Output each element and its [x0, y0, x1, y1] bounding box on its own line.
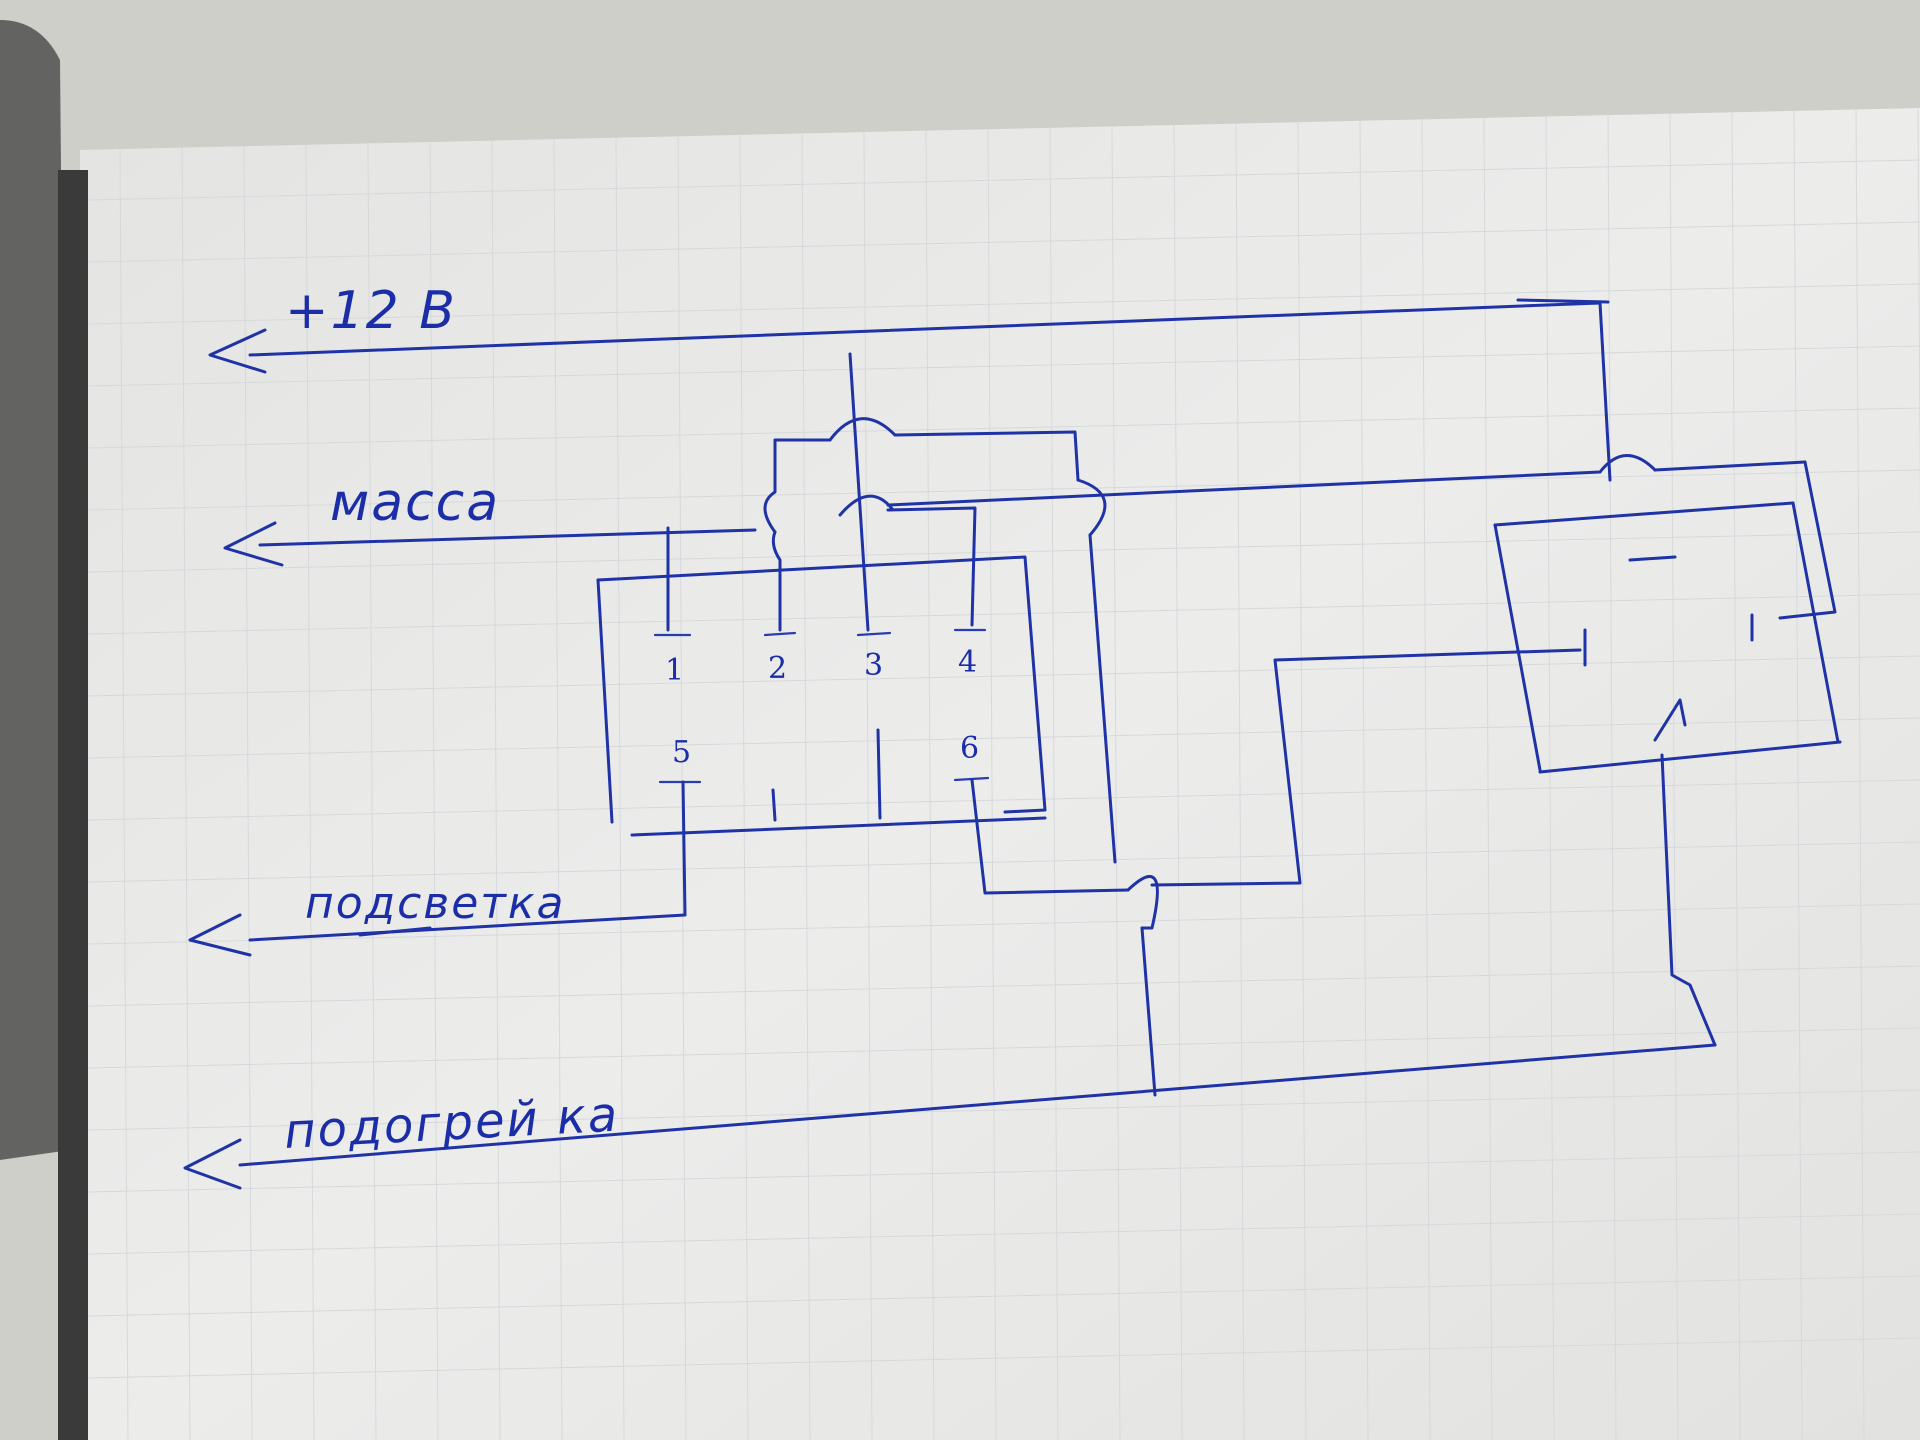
grid-line-v — [181, 147, 191, 1440]
grid-line-v — [1855, 109, 1865, 1440]
grid-line-v — [1297, 121, 1307, 1440]
backlight-line — [188, 780, 687, 957]
grid-line-v — [1235, 123, 1245, 1440]
connector-wiring — [666, 352, 1117, 864]
grid-line-h — [87, 593, 1920, 635]
pin-2-label: 2 — [768, 651, 787, 686]
grid-line-v — [1359, 120, 1369, 1440]
pin-5-label: 5 — [672, 735, 691, 770]
pin6-to-relay — [970, 628, 1587, 930]
pin-4-label: 4 — [958, 645, 977, 680]
grid-line-h — [87, 1275, 1920, 1317]
heater-line — [183, 926, 1717, 1190]
grid-line-v — [739, 134, 749, 1440]
grid-line-v — [801, 133, 811, 1440]
ground-line — [223, 454, 1837, 620]
grid-line-v — [1173, 124, 1183, 1440]
pin-1-label: 1 — [665, 653, 684, 688]
power-label: +12 В — [285, 281, 457, 341]
shadow-blob — [0, 20, 70, 1160]
grid-line-h — [87, 903, 1920, 945]
relay-block — [1493, 501, 1842, 1047]
grid-line-h — [87, 1213, 1920, 1255]
pin-numbers: 1 2 3 4 5 6 — [665, 645, 979, 770]
grid-line-v — [925, 130, 935, 1440]
grid-line-v — [1731, 112, 1741, 1440]
paper-grid — [87, 107, 1920, 1440]
grid-line-h — [87, 1151, 1920, 1193]
grid-line-v — [553, 139, 563, 1440]
grid-line-h — [87, 841, 1920, 883]
grid-line-h — [87, 407, 1920, 449]
grid-line-h — [87, 159, 1920, 201]
grid-line-v — [119, 149, 129, 1440]
grid-line-v — [1049, 127, 1059, 1440]
grid-line-h — [87, 779, 1920, 821]
grid-line-h — [87, 1027, 1920, 1069]
grid-line-v — [615, 137, 625, 1440]
grid-line-h — [87, 531, 1920, 573]
grid-line-v — [491, 140, 501, 1440]
grid-line-h — [87, 345, 1920, 387]
grid-line-v — [429, 141, 439, 1440]
backlight-label: подсветка — [305, 878, 565, 929]
grid-line-h — [87, 655, 1920, 697]
grid-line-v — [1111, 126, 1121, 1440]
paper-sheet — [58, 107, 1920, 1440]
pin-6-label: 6 — [960, 731, 979, 766]
grid-line-v — [305, 144, 315, 1440]
pin-3-label: 3 — [864, 648, 883, 683]
grid-line-v — [367, 143, 377, 1440]
grid-line-h — [87, 965, 1920, 1007]
grid-line-v — [863, 131, 873, 1440]
grid-line-h — [87, 283, 1920, 325]
grid-line-v — [1483, 117, 1493, 1440]
grid-line-h — [87, 1337, 1920, 1379]
grid-line-v — [1421, 119, 1431, 1440]
grid-line-h — [87, 1089, 1920, 1131]
grid-line-v — [987, 129, 997, 1440]
grid-line-v — [1545, 116, 1555, 1440]
grid-line-v — [243, 146, 253, 1440]
grid-line-v — [1607, 114, 1617, 1440]
power-line — [208, 298, 1612, 482]
paper-edge-shadow — [58, 170, 88, 1440]
grid-line-h — [87, 221, 1920, 263]
grid-line-v — [1917, 107, 1920, 525]
grid-line-v — [1793, 110, 1803, 1440]
grid-line-h — [87, 717, 1920, 759]
ground-label: масса — [330, 473, 500, 533]
grid-line-h — [87, 469, 1920, 511]
